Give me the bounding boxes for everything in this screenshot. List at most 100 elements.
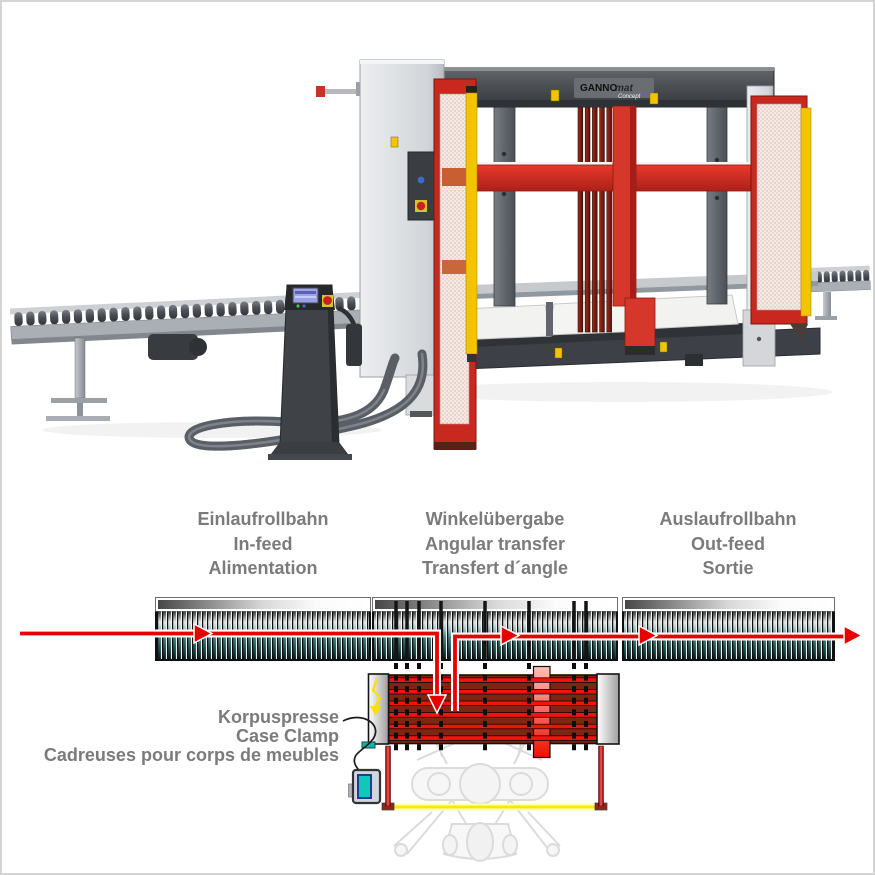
floor-shadow bbox=[412, 382, 832, 402]
station-line: Einlaufrollbahn bbox=[197, 509, 329, 529]
station-line: Winkelübergabe bbox=[425, 509, 565, 529]
vacuum-unit bbox=[346, 324, 362, 366]
station-line: Transfert d´angle bbox=[421, 558, 569, 578]
roller bbox=[49, 310, 59, 325]
light-curtain bbox=[800, 107, 812, 317]
warning-label bbox=[550, 89, 560, 102]
flow-arrowhead bbox=[500, 624, 521, 647]
warning-sticker bbox=[442, 168, 467, 186]
conveyor-band bbox=[155, 597, 835, 661]
left-safety-door bbox=[433, 78, 478, 450]
roller bbox=[26, 311, 35, 326]
warning-label bbox=[649, 92, 659, 105]
band-cap bbox=[623, 598, 834, 611]
roller bbox=[133, 306, 142, 321]
roller bbox=[156, 305, 166, 320]
platen-slat bbox=[606, 105, 612, 333]
platen-slat bbox=[577, 105, 584, 333]
blue-button bbox=[417, 176, 425, 184]
station-label-angular-transfer: Winkelübergabe Angular transfer Transfer… bbox=[375, 507, 615, 581]
flow-arrowhead bbox=[638, 624, 659, 647]
case-clamp-press bbox=[361, 665, 620, 759]
top-beam: GANNO mat Concept bbox=[443, 67, 775, 108]
roller bbox=[347, 296, 356, 311]
press-label: Korpuspresse Case Clamp Cadreuses pour c… bbox=[22, 708, 339, 765]
press-label-line: Korpuspresse bbox=[217, 707, 339, 727]
right-safety-door bbox=[750, 95, 812, 340]
roller bbox=[228, 302, 237, 317]
roller bbox=[252, 300, 261, 315]
warning-sticker bbox=[442, 260, 467, 274]
mesh-panel bbox=[756, 103, 802, 311]
press-post bbox=[598, 745, 604, 807]
conveyor-motor bbox=[148, 334, 198, 360]
brand-model-text: Concept bbox=[618, 94, 641, 100]
brand-text-ganno: GANNO bbox=[580, 83, 617, 94]
roller bbox=[847, 270, 854, 283]
control-pedestal bbox=[268, 284, 352, 460]
station-line: In-feed bbox=[233, 533, 293, 554]
press-label-line: Case Clamp bbox=[235, 726, 339, 746]
station-label-infeed: Einlaufrollbahn In-feed Alimentation bbox=[143, 507, 383, 581]
roller bbox=[14, 312, 23, 327]
roller bbox=[180, 304, 190, 319]
infeed-conveyor-photo bbox=[9, 292, 362, 421]
press-post bbox=[385, 745, 391, 807]
roller bbox=[61, 309, 71, 324]
roller bbox=[204, 303, 213, 318]
light-curtain bbox=[465, 92, 478, 355]
station-line: Auslaufrollbahn bbox=[659, 509, 797, 529]
roller bbox=[839, 270, 846, 283]
flow-arrow bbox=[20, 622, 864, 715]
roller bbox=[216, 302, 225, 317]
pedestal-display bbox=[292, 287, 319, 304]
conveyor-leg bbox=[74, 337, 86, 399]
roller bbox=[85, 308, 95, 323]
pendant-icon bbox=[348, 768, 382, 805]
roller bbox=[192, 303, 202, 318]
roller bbox=[855, 270, 862, 283]
emergency-stop-button bbox=[416, 201, 426, 211]
energy-arrow-icon bbox=[370, 678, 382, 716]
flow-arrowhead bbox=[843, 624, 864, 647]
roller bbox=[831, 270, 838, 283]
roller bbox=[109, 307, 118, 322]
roller bbox=[73, 309, 83, 324]
press-label-line: Cadreuses pour corps de meubles bbox=[43, 745, 339, 765]
brand-text-mat: mat bbox=[615, 83, 633, 94]
station-label-outfeed: Auslaufrollbahn Out-feed Sortie bbox=[608, 507, 848, 581]
roller bbox=[275, 299, 285, 314]
platen-slat bbox=[584, 105, 591, 333]
platen-slat bbox=[592, 105, 598, 333]
mesh-panel bbox=[439, 93, 470, 425]
press-lower-frame bbox=[381, 745, 608, 811]
roller bbox=[168, 304, 178, 319]
roller bbox=[145, 305, 154, 320]
roller bbox=[240, 301, 249, 316]
flow-diagram bbox=[20, 597, 864, 862]
left-cabinet bbox=[359, 59, 445, 417]
station-line: Out-feed bbox=[691, 533, 765, 554]
flow-arrowhead bbox=[193, 622, 214, 645]
band-cap bbox=[156, 598, 370, 611]
drop-arrowhead bbox=[426, 694, 448, 715]
sensor-arm bbox=[316, 82, 366, 97]
platen-slat bbox=[599, 105, 605, 333]
machine-photo: GANNO mat Concept bbox=[9, 59, 871, 460]
station-line: Angular transfer bbox=[424, 533, 566, 554]
press-side-panel bbox=[596, 673, 620, 745]
roller bbox=[121, 307, 130, 322]
station-line: Alimentation bbox=[208, 558, 318, 578]
platen-slat-pack bbox=[577, 105, 612, 333]
pendant-screen bbox=[357, 774, 372, 799]
roller bbox=[863, 269, 870, 282]
station-line: Sortie bbox=[702, 558, 754, 578]
roller bbox=[97, 308, 106, 323]
roller bbox=[263, 300, 273, 315]
band-cap bbox=[373, 598, 617, 611]
roller bbox=[823, 271, 830, 284]
roller bbox=[38, 310, 47, 325]
frame-column bbox=[706, 105, 728, 305]
